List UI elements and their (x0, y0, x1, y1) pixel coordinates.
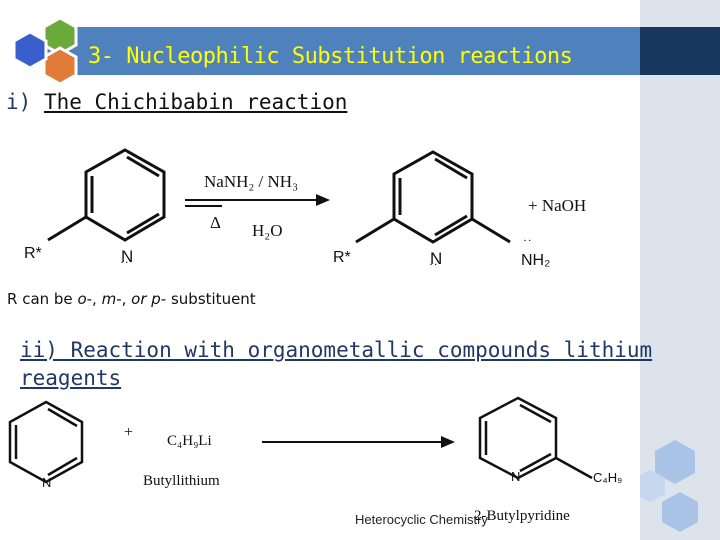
pyridine-nitrogen: N (42, 475, 51, 490)
organolithium-scheme: N + C₄H₉Li Butyllithium N C₄H₉ 2-Butylpy… (8, 396, 622, 524)
note-text-b: - substituent (160, 290, 256, 308)
reactant-ring-nitrogen: N (121, 247, 133, 266)
section-1-name: The Chichibabin reaction (43, 90, 348, 114)
plus-sign: + (124, 424, 133, 441)
hexagon-logo-icon (12, 16, 78, 86)
note-text-a: R can be (7, 290, 78, 308)
reactant-substituent: R* (24, 245, 42, 262)
reaction-arrow (262, 436, 455, 448)
substituent-note: R can be o-, m-, or p- substituent (7, 290, 256, 308)
title-bar (45, 27, 640, 75)
footer-course-name: Heterocyclic Chemistry (355, 512, 488, 527)
butyl-group: C₄H₉ (593, 470, 622, 485)
note-sep-1: -, (86, 290, 102, 308)
product-pyridine-ring (355, 150, 511, 244)
butyllithium-name: Butyllithium (143, 473, 220, 489)
water-label: H₂O (252, 221, 282, 240)
amino-group: NH₂ (521, 252, 550, 269)
byproduct-label: + NaOH (528, 196, 586, 215)
reagent-top: NaNH₂ / NH₃ (204, 172, 298, 191)
slide-title: 3- Nucleophilic Substitution reactions (88, 44, 573, 69)
note-ortho: o (77, 290, 87, 308)
reaction-arrow (185, 194, 330, 207)
note-or-para: or p (131, 290, 161, 308)
pyridine-ring (8, 400, 84, 484)
decor-hexagons-icon (640, 440, 698, 532)
title-bar-accent (640, 27, 720, 75)
lone-pair-dots-icon: ˙˙ (523, 237, 532, 253)
reactant-pyridine-ring (47, 148, 166, 242)
product-name: 2-Butylpyridine (474, 508, 570, 524)
section-1-prefix: i) (6, 90, 44, 114)
chichibabin-scheme: R* N ˙˙ NaNH₂ / NH₃ Δ H₂O R* N ˙˙ NH₂ ˙˙… (24, 148, 586, 277)
section-1-title: i) The Chichibabin reaction (6, 90, 347, 114)
butylpyridine-ring (478, 396, 593, 480)
heat-symbol: Δ (210, 213, 221, 232)
lone-pair-dots-icon: ˙˙ (429, 261, 438, 277)
lone-pair-dots-icon: ˙˙ (120, 259, 129, 275)
note-meta: m (101, 290, 117, 308)
product-ring-nitrogen: N (430, 249, 442, 268)
product-substituent: R* (333, 249, 351, 266)
section-2-title: ii) Reaction with organometallic compoun… (20, 338, 653, 390)
note-sep-2: -, (116, 290, 132, 308)
butylpyridine-nitrogen: N (511, 469, 520, 484)
butyllithium-formula: C₄H₉Li (167, 433, 212, 449)
